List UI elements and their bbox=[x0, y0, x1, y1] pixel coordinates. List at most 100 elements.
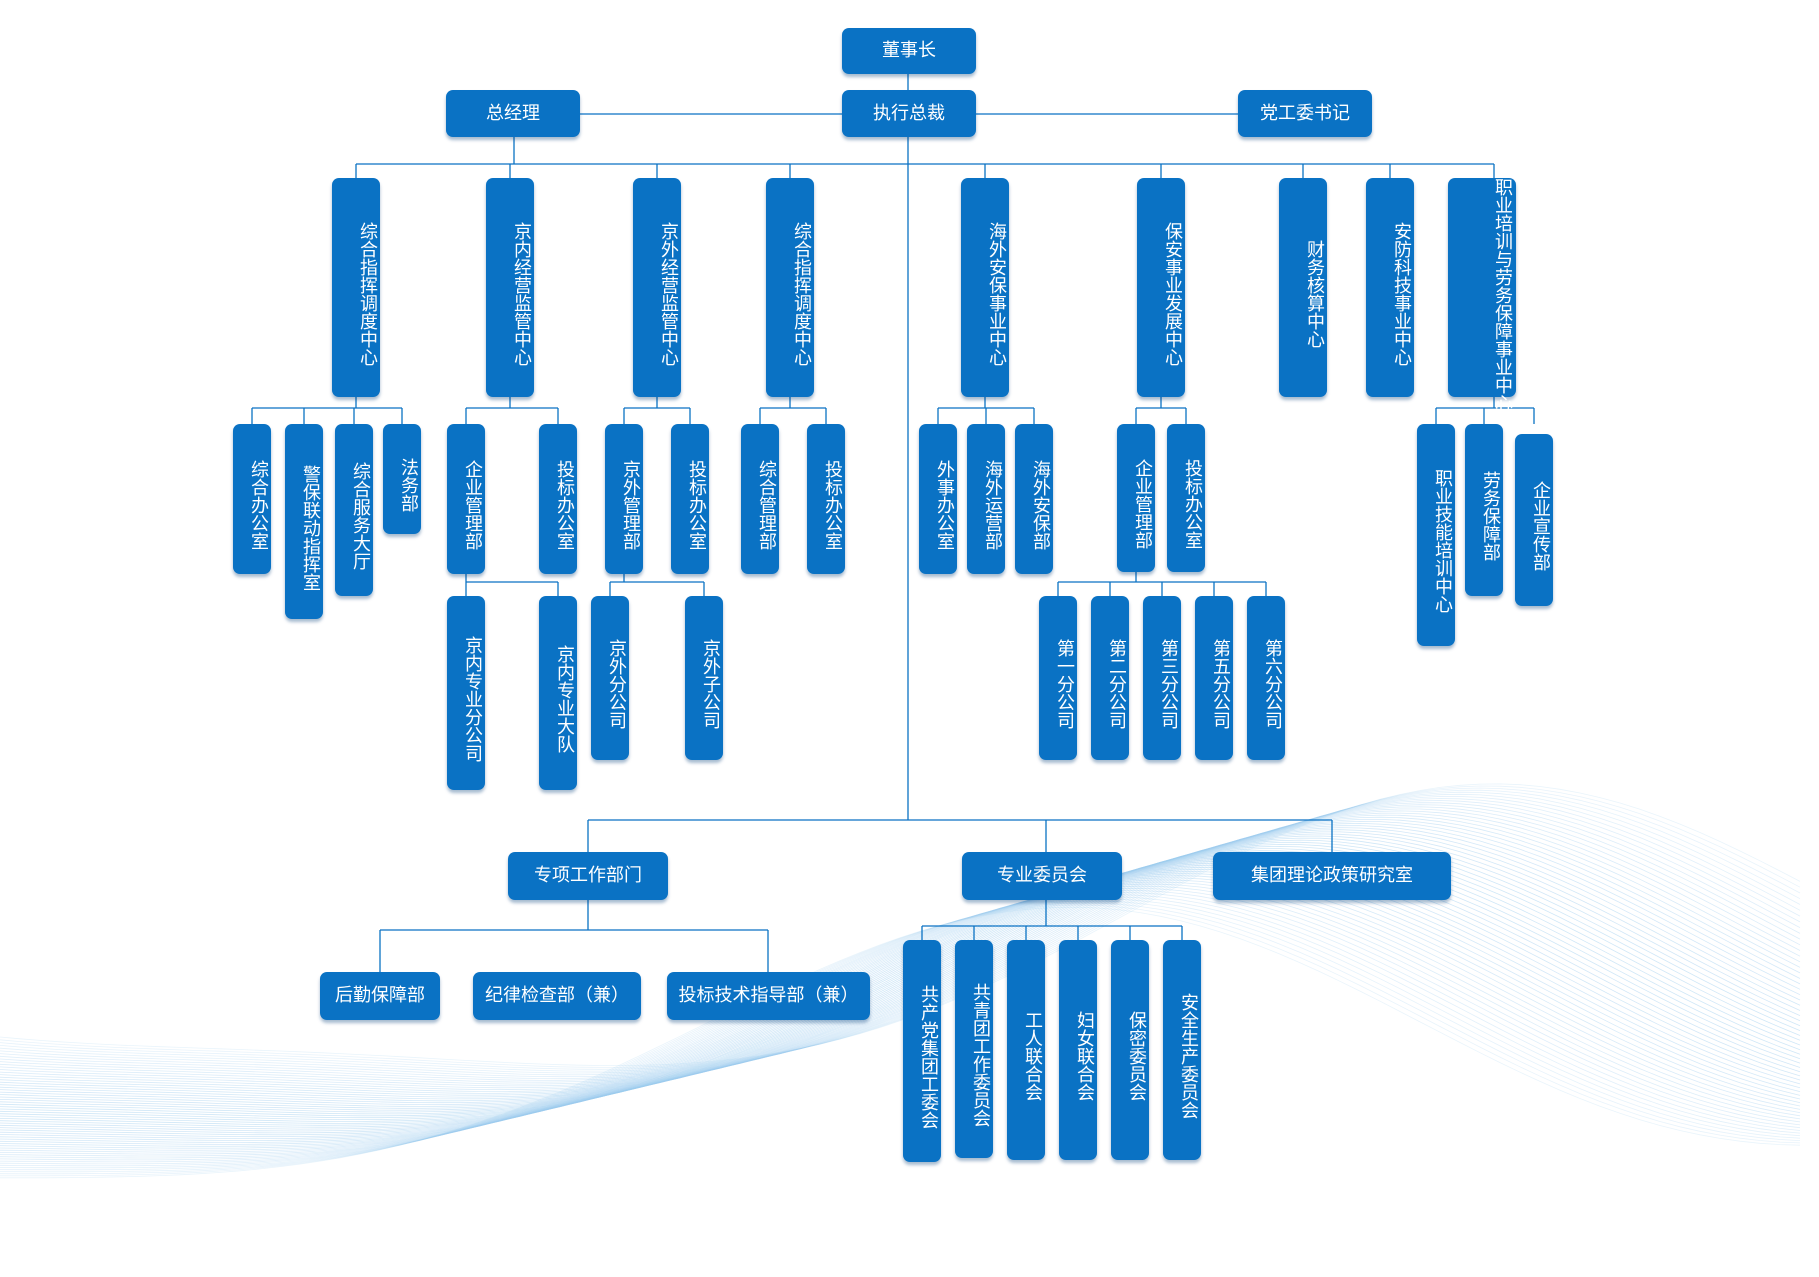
dept-outer-management: 京外管理部 bbox=[605, 424, 643, 574]
dept-bidding-office-inner: 投标办公室 bbox=[539, 424, 577, 574]
wave-line bbox=[0, 839, 1801, 1117]
wave-line bbox=[0, 866, 1801, 1141]
wave-line bbox=[0, 852, 1801, 1128]
dept-logistics-support: 后勤保障部 bbox=[320, 972, 440, 1020]
dept-discipline-inspection: 纪律检查部（兼） bbox=[473, 972, 641, 1020]
wave-line bbox=[0, 889, 1801, 1163]
wave-line bbox=[0, 822, 1801, 1102]
committee-production-safety: 安全生产委员会 bbox=[1163, 940, 1201, 1160]
center-beijing-inner: 京内经营监管中心 bbox=[486, 178, 534, 397]
wave-line bbox=[0, 802, 1801, 1083]
dept-labor-security: 劳务保障部 bbox=[1465, 424, 1503, 596]
wave-line bbox=[0, 810, 1801, 1091]
wave-line bbox=[0, 902, 1801, 1175]
wave-line bbox=[0, 898, 1801, 1171]
dept-foreign-affairs-office: 外事办公室 bbox=[919, 424, 957, 574]
brigade-beijing-inner-pro: 京内专业大队 bbox=[539, 596, 577, 790]
wave-line bbox=[0, 787, 1801, 1070]
wave-line bbox=[0, 904, 1801, 1177]
branch-sixth: 第六分公司 bbox=[1247, 596, 1285, 760]
wave-line bbox=[0, 871, 1801, 1145]
wave-line bbox=[0, 793, 1801, 1076]
chairman-node: 董事长 bbox=[842, 28, 976, 74]
branch-third: 第三分公司 bbox=[1143, 596, 1181, 760]
wave-line bbox=[0, 896, 1801, 1169]
wave-line bbox=[0, 868, 1801, 1143]
dept-enterprise-management-inner: 企业管理部 bbox=[447, 424, 485, 574]
wave-line bbox=[0, 827, 1801, 1105]
dept-bidding-office-outer: 投标办公室 bbox=[671, 424, 709, 574]
wave-line bbox=[0, 804, 1801, 1085]
wave-line bbox=[0, 873, 1801, 1147]
wave-line bbox=[0, 848, 1801, 1124]
wave-line bbox=[0, 881, 1801, 1155]
dept-vocational-skills-training: 职业技能培训中心 bbox=[1417, 424, 1455, 646]
wave-line bbox=[0, 816, 1801, 1096]
wave-line bbox=[0, 829, 1801, 1107]
center-security-tech: 安防科技事业中心 bbox=[1366, 178, 1414, 397]
wave-line bbox=[0, 825, 1801, 1104]
dept-service-hall: 综合服务大厅 bbox=[335, 424, 373, 596]
dept-overseas-security: 海外安保部 bbox=[1015, 424, 1053, 574]
executive-president-node: 执行总裁 bbox=[842, 90, 976, 137]
committee-confidentiality: 保密委员会 bbox=[1111, 940, 1149, 1160]
branch-beijing-outer: 京外分公司 bbox=[591, 596, 629, 760]
center-overseas-security: 海外安保事业中心 bbox=[961, 178, 1009, 397]
dept-bidding-tech-guidance: 投标技术指导部（兼） bbox=[667, 972, 870, 1020]
wave-line bbox=[0, 854, 1801, 1130]
wave-line bbox=[0, 850, 1801, 1126]
wave-line bbox=[0, 819, 1801, 1098]
dept-overseas-operations: 海外运营部 bbox=[967, 424, 1005, 574]
wave-line bbox=[0, 831, 1801, 1109]
committee-womens-federation: 妇女联合会 bbox=[1059, 940, 1097, 1160]
special-work-departments-node: 专项工作部门 bbox=[508, 852, 668, 900]
center-finance-accounting: 财务核算中心 bbox=[1279, 178, 1327, 397]
professional-committees-node: 专业委员会 bbox=[962, 852, 1122, 900]
dept-police-security-command: 警保联动指挥室 bbox=[285, 424, 323, 619]
center-command-dispatch-1: 综合指挥调度中心 bbox=[332, 178, 380, 397]
wave-line bbox=[0, 900, 1801, 1173]
wave-line bbox=[0, 783, 1801, 1067]
wave-line bbox=[0, 858, 1801, 1134]
wave-line bbox=[0, 798, 1801, 1079]
dept-enterprise-management-sec: 企业管理部 bbox=[1117, 424, 1155, 572]
center-beijing-outer: 京外经营监管中心 bbox=[633, 178, 681, 397]
branch-second: 第二分公司 bbox=[1091, 596, 1129, 760]
wave-line bbox=[0, 894, 1801, 1167]
dept-general-management: 综合管理部 bbox=[741, 424, 779, 574]
wave-line bbox=[0, 837, 1801, 1115]
wave-line bbox=[0, 833, 1801, 1111]
wave-line bbox=[0, 812, 1801, 1092]
center-training-labor: 职业培训与劳务保障事业中心 bbox=[1448, 178, 1516, 412]
committee-party-work: 共产党集团工委会 bbox=[903, 940, 941, 1162]
dept-corporate-publicity: 企业宣传部 bbox=[1515, 434, 1553, 606]
dept-bidding-office-cc2: 投标办公室 bbox=[807, 424, 845, 574]
center-security-development: 保安事业发展中心 bbox=[1137, 178, 1185, 397]
wave-line bbox=[0, 785, 1801, 1068]
wave-line bbox=[0, 864, 1801, 1139]
wave-line bbox=[0, 789, 1801, 1072]
wave-line bbox=[0, 906, 1801, 1179]
wave-line bbox=[0, 875, 1801, 1149]
dept-legal: 法务部 bbox=[383, 424, 421, 534]
wave-line bbox=[0, 879, 1801, 1153]
wave-line bbox=[0, 820, 1801, 1100]
wave-line bbox=[0, 835, 1801, 1113]
wave-line bbox=[0, 877, 1801, 1151]
center-command-dispatch-2: 综合指挥调度中心 bbox=[766, 178, 814, 397]
subsidiary-beijing-outer: 京外子公司 bbox=[685, 596, 723, 760]
wave-line bbox=[0, 800, 1801, 1081]
wave-line bbox=[0, 843, 1801, 1120]
dept-general-office: 综合办公室 bbox=[233, 424, 271, 574]
branch-fifth: 第五分公司 bbox=[1195, 596, 1233, 760]
dept-bidding-office-sec: 投标办公室 bbox=[1167, 424, 1205, 572]
general-manager-node: 总经理 bbox=[446, 90, 580, 137]
party-secretary-node: 党工委书记 bbox=[1238, 90, 1372, 137]
wave-line bbox=[0, 796, 1801, 1078]
wave-line bbox=[0, 860, 1801, 1136]
wave-line bbox=[0, 856, 1801, 1132]
wave-line bbox=[0, 806, 1801, 1087]
wave-line bbox=[0, 814, 1801, 1094]
